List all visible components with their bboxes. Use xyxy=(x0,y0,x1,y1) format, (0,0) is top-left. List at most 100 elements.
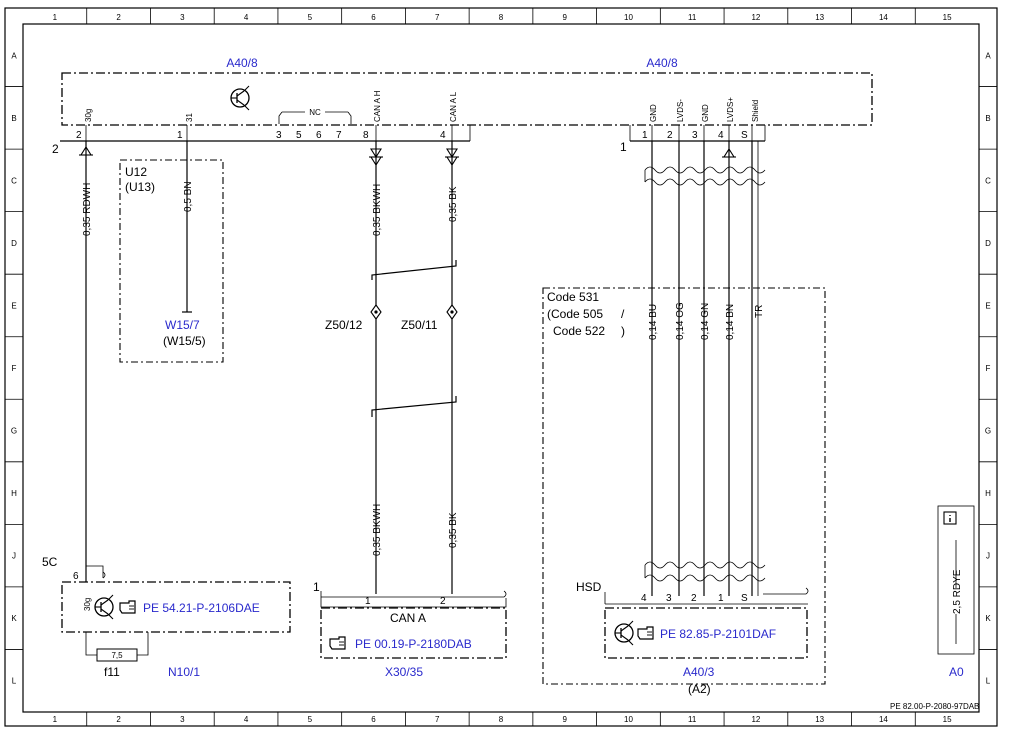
code-522-label: Code 522 xyxy=(553,324,605,338)
column-label: 7 xyxy=(435,715,440,724)
pin-6-name: 30g xyxy=(83,598,92,611)
pin-2-name: 30g xyxy=(84,109,93,122)
pin-r4-number: 4 xyxy=(718,130,724,141)
code-slash: / xyxy=(621,307,625,321)
row-label: C xyxy=(11,176,17,185)
column-label: 4 xyxy=(244,715,249,724)
hsd-pin-1: 1 xyxy=(718,593,724,604)
row-label: G xyxy=(985,427,991,436)
module-x30-35: 1 1 2 CAN A PE 00.19-P-2180DAB X30/35 xyxy=(313,580,507,679)
fuse-value: 7,5 xyxy=(111,651,123,660)
z50-12-label: Z50/12 xyxy=(325,318,363,332)
w15-5-label: (W15/5) xyxy=(163,334,206,348)
pin-1-x30: 1 xyxy=(365,596,371,607)
u12-box: U12 (U13) 0,5 BN W15/7 (W15/5) xyxy=(119,141,224,363)
nc-label: NC xyxy=(309,108,321,117)
wire-bn-label: 0,5 BN xyxy=(183,181,194,212)
column-label: 15 xyxy=(943,715,952,724)
column-label: 4 xyxy=(244,13,249,22)
module-a2-label: (A2) xyxy=(688,682,711,696)
column-label: 12 xyxy=(751,715,760,724)
pin-2-number: 2 xyxy=(76,130,82,141)
footer-ref: PE 82.00-P-2080-97DAB xyxy=(890,702,979,711)
connector-pins-right: 1 GND 2 LVDS- 3 GND 4 LVDS+ S Shield xyxy=(642,97,760,141)
module-a0-label: A0 xyxy=(949,665,964,679)
hand-pointer-icon xyxy=(119,600,136,614)
row-label: G xyxy=(11,427,17,436)
pin-r3-name: GND xyxy=(701,104,710,122)
module-a40-3-label: A40/3 xyxy=(683,665,715,679)
row-label: E xyxy=(11,301,16,310)
pin-r4-name: LVDS+ xyxy=(726,97,735,122)
column-label: 3 xyxy=(180,13,185,22)
conn-1-label: 1 xyxy=(313,580,320,594)
column-label: 14 xyxy=(879,13,888,22)
row-label: H xyxy=(985,489,991,498)
connector-1-label: 1 xyxy=(620,140,627,154)
code-505-label: (Code 505 xyxy=(547,307,603,321)
row-label: B xyxy=(985,114,990,123)
row-label: L xyxy=(986,677,991,686)
wire-bk-label-top: 0,35 BK xyxy=(448,186,459,222)
wire-bkwh-label-top: 0,35 BKWH xyxy=(372,184,383,236)
drawing-frame xyxy=(4,7,998,727)
w15-7-label: W15/7 xyxy=(165,318,200,332)
pin-4-name: CAN A L xyxy=(449,91,458,122)
row-label: E xyxy=(985,301,990,310)
row-label: K xyxy=(985,614,991,623)
hsd-pin-4: 4 xyxy=(641,593,647,604)
column-label: 6 xyxy=(371,13,376,22)
column-label: 1 xyxy=(53,715,58,724)
row-label: C xyxy=(985,176,991,185)
code-paren: ) xyxy=(621,324,625,338)
pin-4-number: 4 xyxy=(440,130,446,141)
hsd-pin-2: 2 xyxy=(691,593,697,604)
row-label: B xyxy=(11,114,16,123)
pin-8-number: 8 xyxy=(363,130,369,141)
wire-rdwh: 0,35 RDWH xyxy=(78,141,94,576)
row-label: A xyxy=(985,51,991,60)
u13-label: (U13) xyxy=(125,180,155,194)
wire-bkwh-label-bottom: 0,35 BKWH xyxy=(372,504,383,556)
transistor-icon-n10 xyxy=(94,594,114,620)
pin-1-name: 31 xyxy=(185,113,194,122)
nc-pin-5: 5 xyxy=(296,130,302,141)
column-label: 1 xyxy=(53,13,58,22)
ref-00-19: PE 00.19-P-2180DAB xyxy=(355,637,472,651)
column-label: 2 xyxy=(116,715,121,724)
column-label: 7 xyxy=(435,13,440,22)
pin-6-number: 6 xyxy=(73,571,79,582)
pin-r1-number: 1 xyxy=(642,130,648,141)
legend-box: 2,5 RDYE A0 xyxy=(937,505,975,679)
hand-pointer-icon-x30 xyxy=(329,636,346,650)
column-label: 10 xyxy=(624,715,633,724)
nc-pin-6: 6 xyxy=(316,130,322,141)
code-box: Code 531 (Code 505 / Code 522 ) xyxy=(542,287,826,685)
pin-rs-name: Shield xyxy=(751,100,760,122)
column-label: 11 xyxy=(688,13,697,22)
nc-pin-3: 3 xyxy=(276,130,282,141)
fuse-label: f11 xyxy=(104,665,120,679)
conn-hsd-label: HSD xyxy=(576,580,602,594)
row-label: J xyxy=(986,552,990,561)
column-label: 8 xyxy=(499,13,504,22)
can-wires: 0,35 BKWH 0,35 BK Z50/12 Z50/11 0,35 BKW… xyxy=(325,141,460,594)
column-label: 8 xyxy=(499,715,504,724)
z50-11-label: Z50/11 xyxy=(401,318,438,332)
wire-bn-r-label: 0,14 BN xyxy=(725,304,736,340)
row-label: A xyxy=(11,51,17,60)
row-label: D xyxy=(985,239,991,248)
connector-2-label: 2 xyxy=(52,142,59,156)
column-label: 6 xyxy=(371,715,376,724)
wire-bu-label: 0,14 BU xyxy=(648,304,659,340)
column-label: 11 xyxy=(688,715,697,724)
column-label: 13 xyxy=(815,715,824,724)
wire-bk-label-bottom: 0,35 BK xyxy=(448,512,459,548)
module-a40-3: HSD 4 3 2 1 S PE 82.85-P-2101DAF A40/3 (… xyxy=(576,580,809,696)
hsd-pin-3: 3 xyxy=(666,593,672,604)
row-label: L xyxy=(12,677,17,686)
row-label: J xyxy=(12,552,16,561)
transistor-icon xyxy=(230,85,250,111)
